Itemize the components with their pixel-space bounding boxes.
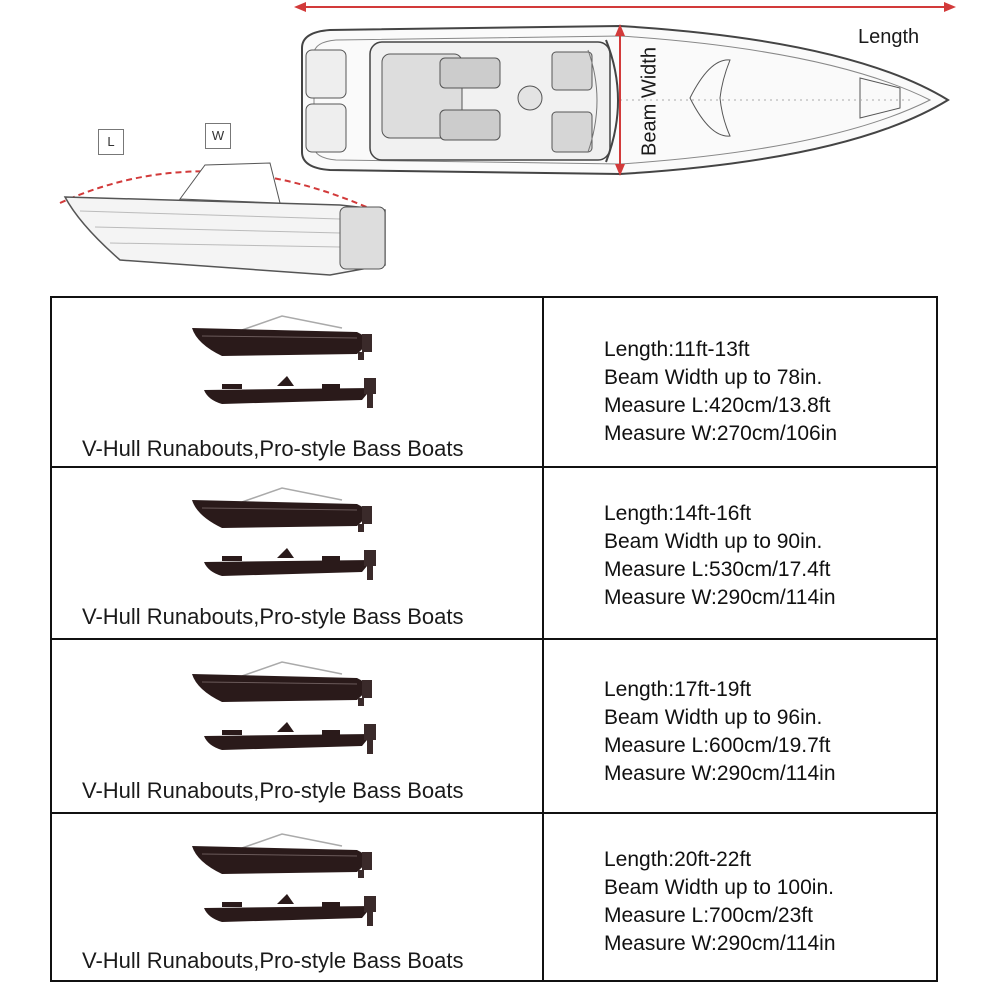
measure-l: Measure L:530cm/17.4ft [604, 558, 831, 581]
beam-width-label: Beam Width [638, 47, 661, 156]
width-letter-box: W [205, 123, 231, 149]
measure-w: Measure W:290cm/114in [604, 932, 836, 955]
boat-silhouettes [192, 661, 376, 754]
boat-silhouettes [192, 487, 376, 580]
length-range: Length:20ft-22ft [604, 848, 752, 871]
top-view-boat-illustration [294, 2, 956, 176]
length-range: Length:11ft-13ft [604, 338, 750, 361]
boat-illustration-cell: V-Hull Runabouts,Pro-style Bass Boats [52, 640, 542, 812]
table-row: V-Hull Runabouts,Pro-style Bass Boats Le… [52, 640, 936, 814]
bass-boat-silhouette [204, 894, 376, 926]
boat-type-caption: V-Hull Runabouts,Pro-style Bass Boats [82, 436, 464, 461]
top-view-diagram: Length Beam Width [290, 0, 1000, 190]
spec-cell: Length:20ft-22ft Beam Width up to 100in.… [604, 846, 934, 958]
length-letter-box: L [98, 129, 124, 155]
measure-l: Measure L:700cm/23ft [604, 904, 813, 927]
boat-type-caption: V-Hull Runabouts,Pro-style Bass Boats [82, 778, 464, 803]
table-row: V-Hull Runabouts,Pro-style Bass Boats Le… [52, 814, 936, 980]
spec-cell: Length:14ft-16ft Beam Width up to 90in. … [604, 500, 934, 612]
length-label: Length [858, 26, 920, 48]
length-range: Length:17ft-19ft [604, 678, 752, 701]
boat-type-caption: V-Hull Runabouts,Pro-style Bass Boats [82, 604, 464, 629]
measure-l: Measure L:600cm/19.7ft [604, 734, 831, 757]
measure-w: Measure W:290cm/114in [604, 586, 836, 609]
runabout-silhouette [192, 833, 372, 878]
beam-width: Beam Width up to 90in. [604, 530, 823, 553]
boat-illustration-cell: V-Hull Runabouts,Pro-style Bass Boats [52, 468, 542, 638]
size-table: V-Hull Runabouts,Pro-style Bass Boats Le… [50, 296, 938, 982]
length-range: Length:14ft-16ft [604, 502, 752, 525]
spec-cell: Length:11ft-13ft Beam Width up to 78in. … [604, 336, 934, 448]
table-row: V-Hull Runabouts,Pro-style Bass Boats Le… [52, 298, 936, 468]
measure-w: Measure W:270cm/106in [604, 422, 838, 445]
boat-type-caption: V-Hull Runabouts,Pro-style Bass Boats [82, 948, 464, 973]
boat-silhouettes [192, 315, 376, 408]
boat-silhouettes [192, 833, 376, 926]
boat-illustration-cell: V-Hull Runabouts,Pro-style Bass Boats [52, 298, 542, 466]
runabout-silhouette [192, 487, 372, 532]
bass-boat-silhouette [204, 548, 376, 580]
beam-width: Beam Width up to 96in. [604, 706, 823, 729]
bass-boat-silhouette [204, 376, 376, 408]
boat-illustration-cell: V-Hull Runabouts,Pro-style Bass Boats [52, 814, 542, 980]
runabout-silhouette [192, 315, 372, 360]
side-view-boat-illustration [59, 162, 386, 276]
beam-width: Beam Width up to 78in. [604, 366, 823, 389]
bass-boat-silhouette [204, 722, 376, 754]
runabout-silhouette [192, 661, 372, 706]
measure-l: Measure L:420cm/13.8ft [604, 394, 831, 417]
side-view-diagram: L W [40, 115, 400, 300]
table-row: V-Hull Runabouts,Pro-style Bass Boats Le… [52, 468, 936, 640]
spec-cell: Length:17ft-19ft Beam Width up to 96in. … [604, 676, 934, 788]
measure-w: Measure W:290cm/114in [604, 762, 836, 785]
beam-width: Beam Width up to 100in. [604, 876, 834, 899]
